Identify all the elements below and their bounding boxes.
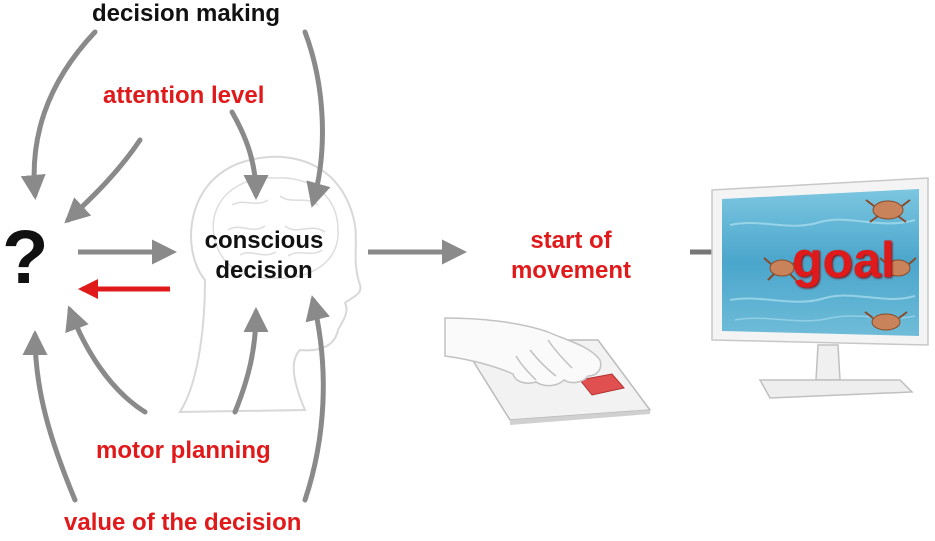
label-start-of-movement: start of movement: [496, 226, 646, 286]
label-conscious-line2: decision: [215, 257, 313, 284]
label-conscious-line1: conscious: [204, 227, 324, 254]
arrow-decision-making-to-question: [20, 29, 98, 200]
label-start-line1: start of: [530, 227, 612, 254]
crab-icon: [864, 311, 908, 331]
label-start-line2: movement: [510, 257, 632, 284]
question-mark: ?: [2, 215, 49, 300]
crab-icon: [763, 257, 801, 281]
label-value-of-the-decision: value of the decision: [64, 509, 302, 536]
arrow-motor-planning-to-question: [65, 305, 148, 415]
crab-icon: [879, 257, 917, 277]
arrow-attention-to-brain: [229, 109, 269, 200]
label-conscious-decision: conscious decision: [196, 226, 332, 286]
label-decision-making: decision making: [92, 0, 281, 27]
arrow-motor-planning-to-brain: [232, 307, 269, 415]
label-motor-planning: motor planning: [96, 437, 271, 464]
brain-icon: [212, 177, 339, 279]
arrow-decision-making-to-brain: [302, 29, 331, 208]
label-goal: goal: [792, 232, 895, 288]
arrow-attention-to-question: [64, 137, 143, 224]
response-button-icon: [579, 373, 625, 396]
arrow-value-to-brain: [302, 295, 330, 503]
arrow-value-to-question: [22, 330, 78, 503]
crab-icon: [865, 199, 911, 223]
hand-icon: [444, 317, 602, 387]
label-attention-level: attention level: [103, 82, 265, 109]
